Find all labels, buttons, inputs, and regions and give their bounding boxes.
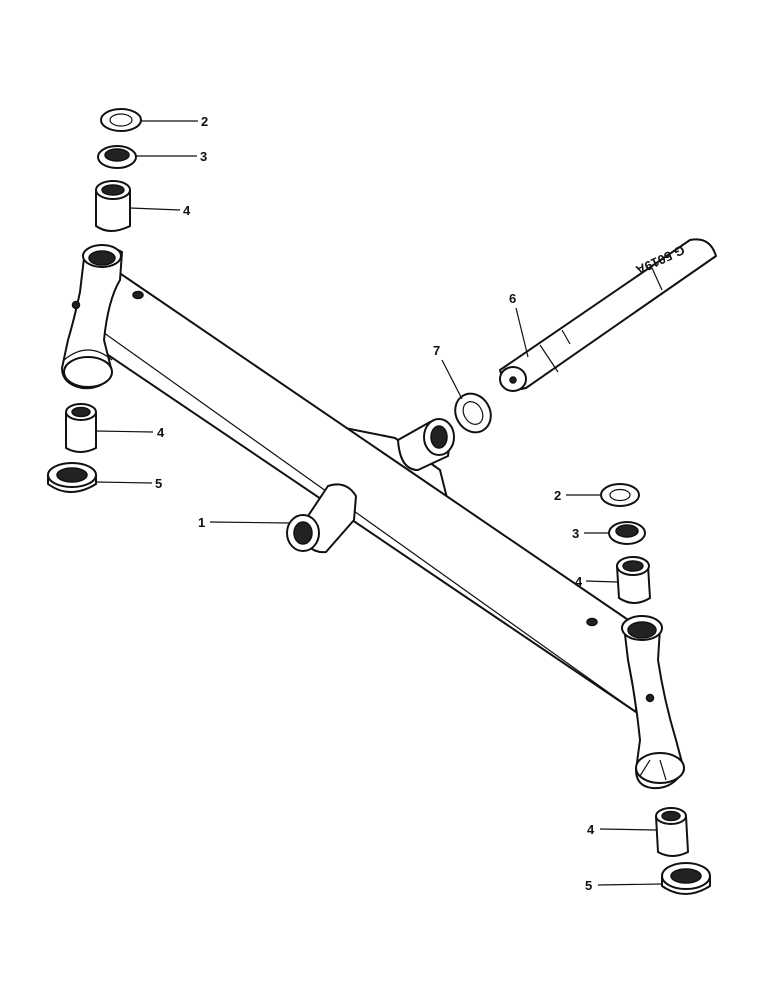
callout-4-lower-right: 4 xyxy=(587,822,595,837)
callout-3-upper-left: 3 xyxy=(200,149,207,164)
bush-lower-right xyxy=(655,807,689,857)
seal-upper-right xyxy=(608,521,646,545)
callout-1: 1 xyxy=(198,515,205,530)
left-grease-nipple xyxy=(71,300,81,310)
thrust-washer-upper-left xyxy=(100,108,142,132)
grease-hole-right xyxy=(586,617,598,627)
callout-2-upper-left: 2 xyxy=(201,114,208,129)
callout-3-upper-right: 3 xyxy=(572,526,579,541)
callout-4-upper-left: 4 xyxy=(183,203,191,218)
callout-4-upper-right: 4 xyxy=(575,574,583,589)
grease-hole-left xyxy=(132,290,144,300)
seal-lower-right xyxy=(661,862,711,895)
callout-7: 7 xyxy=(433,343,440,358)
callouts: 2 3 4 4 5 1 6 7 2 3 4 4 5 xyxy=(155,114,595,893)
thrust-washer-upper-right xyxy=(600,483,640,507)
bush-upper-left xyxy=(95,180,131,232)
seal-upper-left xyxy=(97,145,137,169)
leader-lines xyxy=(95,120,663,886)
callout-5-lower-right: 5 xyxy=(585,878,592,893)
axle-beam xyxy=(61,244,685,790)
bush-upper-right xyxy=(616,556,651,604)
bush-lower-left xyxy=(65,403,97,453)
callout-2-upper-right: 2 xyxy=(554,488,561,503)
pivot-pin: G 5019A xyxy=(499,238,717,392)
thrust-washer-pivot xyxy=(454,392,492,434)
callout-4-lower-left: 4 xyxy=(157,425,165,440)
right-grease-nipple xyxy=(645,693,655,703)
callout-6: 6 xyxy=(509,291,516,306)
callout-5-lower-left: 5 xyxy=(155,476,162,491)
seal-lower-left xyxy=(47,462,97,493)
